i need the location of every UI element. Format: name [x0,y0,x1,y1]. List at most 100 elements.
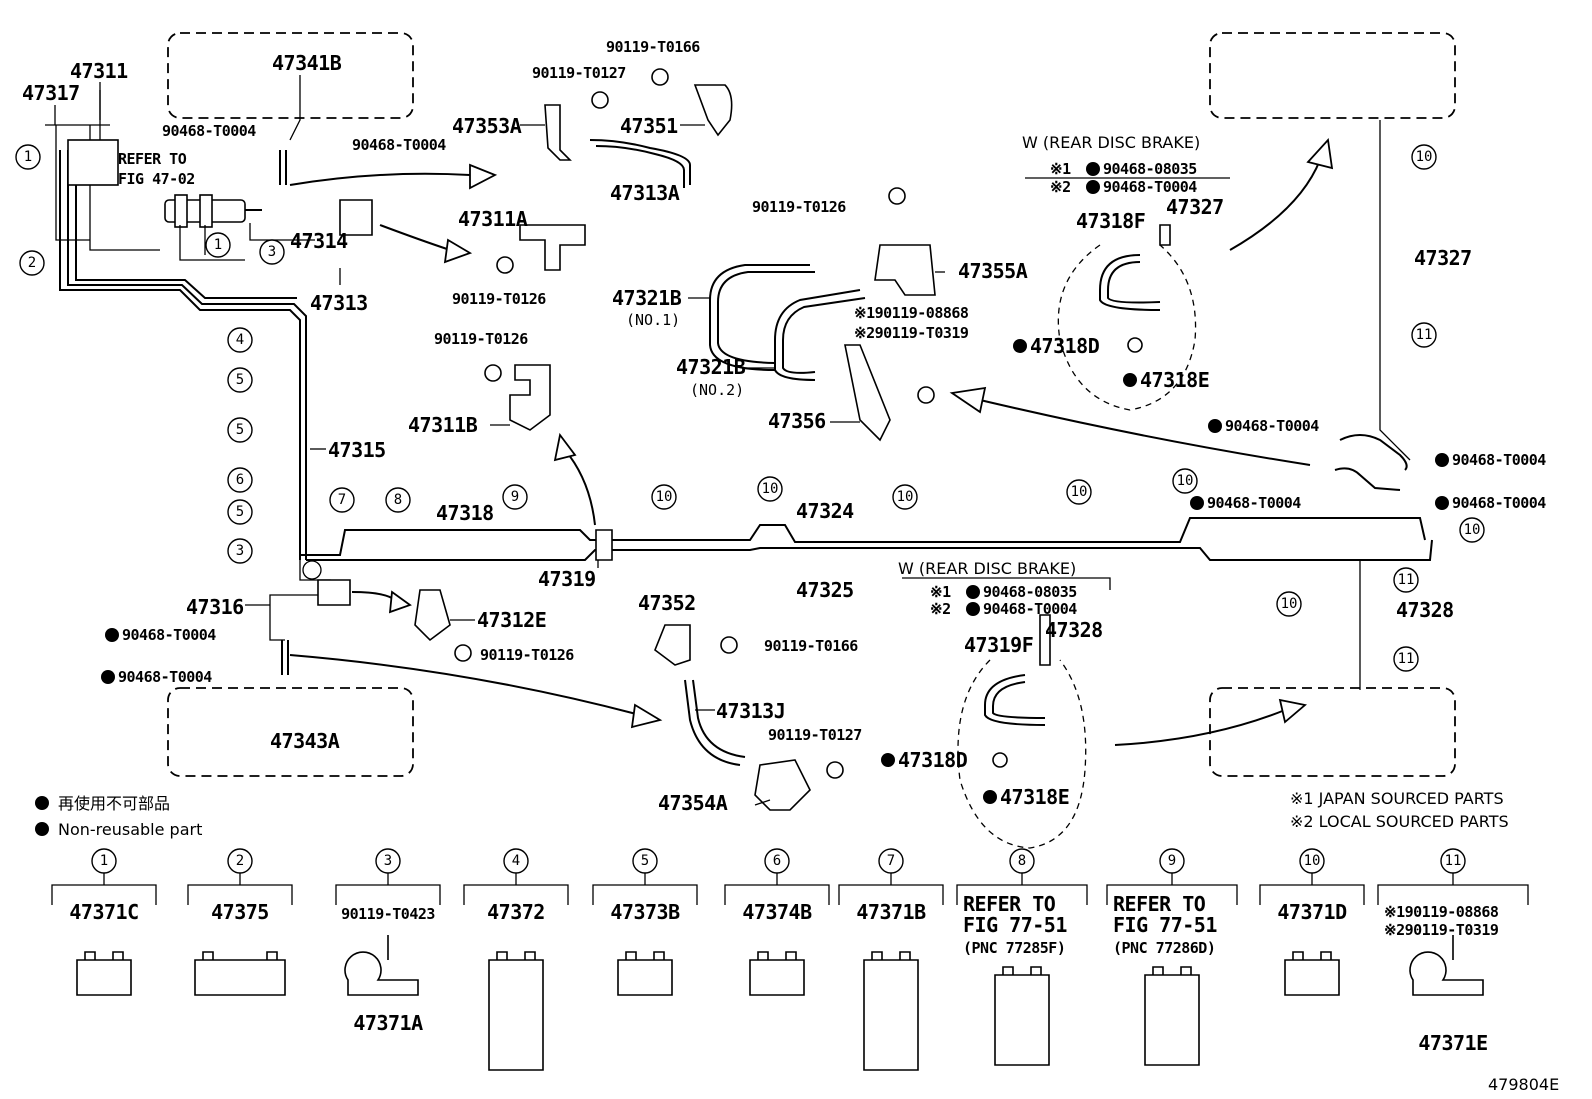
sourced-note-1: ※1 JAPAN SOURCED PARTS [1290,789,1504,808]
non-reusable-dot-4 [1123,373,1137,387]
clamp-bracket-4 [463,873,569,905]
callout-circle-4 [227,327,253,353]
callout-circle-10 [1066,479,1092,505]
callout-number-1: 1 [214,237,222,253]
label-90119-T0127-b: 90119-T0127 [768,726,862,744]
label-90468-T0004-e: 90468-T0004 [1452,451,1546,469]
clamp-callout-number-3: 3 [384,853,392,869]
ref-box-47343A [167,687,414,777]
label-no2: (NO.2) [690,381,744,399]
callout-circle-5 [227,367,253,393]
clamp-drawing-6 [749,951,805,996]
label-kome1-b: ※1 [930,583,951,601]
callout-circle-6 [227,467,253,493]
callout-number-5: 5 [236,372,244,388]
callout-circle-11 [1411,322,1437,348]
label-90119-T0126-b: 90119-T0126 [434,330,528,348]
rear-brake-pipes [269,517,1433,641]
clamp-callout-number-6: 6 [773,853,781,869]
callout-number-10: 10 [656,489,673,505]
clamp-bracket-3 [335,873,441,905]
callout-number-10: 10 [1281,596,1298,612]
callout-circle-8 [385,487,411,513]
legend-dot-en [35,822,49,836]
clamp-callout-number-11: 11 [1445,853,1462,869]
clamp-drawing-5 [617,951,673,996]
label-47341B: 47341B [272,51,342,75]
label-fig-47-02: FIG 47-02 [118,170,195,188]
clamp-drawing-1 [76,951,132,996]
label-47312E: 47312E [477,608,546,632]
clamp-part-label-4-1: 47372 [487,900,545,924]
clamp-part-label-3-1: 90119-T0423 [341,905,435,923]
callout-circle-10 [757,476,783,502]
label-47356: 47356 [768,409,826,433]
label-90468-08035-a: 90468-08035 [1103,160,1197,178]
callout-circle-10 [1276,591,1302,617]
clamp-part-label-7-1: 47371B [856,900,926,924]
label-90119-T0126-a: 90119-T0126 [452,290,546,308]
clamp-callout-number-8: 8 [1018,853,1026,869]
non-reusable-dot-1 [1086,162,1100,176]
label-90119-T0126-d: 90119-T0126 [480,646,574,664]
callout-number-4: 4 [236,332,244,348]
label-47352: 47352 [638,591,696,615]
label-47354A: 47354A [658,791,728,815]
clamp-3: 3 90119-T0423 47371A [335,848,441,1035]
label-47319F: 47319F [964,633,1033,657]
callout-number-10: 10 [1071,484,1088,500]
clamp-part-label-11-2: ※290119-T0319 [1384,921,1499,939]
callout-circle-10 [1459,517,1485,543]
non-reusable-dot-13 [881,753,895,767]
rear-disc-group-upper [1057,244,1197,411]
label-47318D-2: 47318D [898,748,968,772]
clamp-callout-number-10: 10 [1304,853,1321,869]
callout-number-5: 5 [236,422,244,438]
callout-number-10: 10 [762,481,779,497]
label-47318E-2: 47318E [1000,785,1069,809]
label-47353A: 47353A [452,114,522,138]
clamp-callout-number-5: 5 [641,853,649,869]
clamp-11: 11 ※190119-08868※290119-T0319 47371E [1377,848,1529,1055]
clamp-callout-number-9: 9 [1168,853,1176,869]
label-90468-T0004-c: 90468-T0004 [1103,178,1197,196]
clamp-part-label-3-2: 47371A [353,1011,423,1035]
non-reusable-dot-6 [1435,453,1449,467]
front-brake-pipe-bundle [45,90,307,560]
rear-right-pipes [1334,120,1411,690]
clamp-10: 10 47371D [1259,848,1365,996]
flex-hoses [279,139,1161,766]
sourced-note-2: ※2 LOCAL SOURCED PARTS [1290,812,1509,831]
label-refer-to-1: REFER TO [118,150,187,168]
non-reusable-dot-8 [1435,496,1449,510]
clamp-part-label-1-1: 47371C [69,900,138,924]
label-47318: 47318 [436,501,494,525]
clamp-part-label-9-1: REFER TO [1113,892,1206,916]
callout-number-3: 3 [268,244,276,260]
label-47318F: 47318F [1076,209,1145,233]
clamp-part-label-10-1: 47371D [1277,900,1347,924]
label-90468-T0004-b: 90468-T0004 [352,136,446,154]
clamp-part-label-11-3: 47371E [1418,1031,1487,1055]
clamp-part-label-8-3: (PNC 77285F) [963,939,1065,957]
label-47318D: 47318D [1030,334,1100,358]
non-reusable-dot-14 [983,790,997,804]
clamp-bracket-2 [187,873,293,905]
label-kome2-b: ※2 [930,600,951,618]
clamp-bracket-7 [838,873,944,905]
label-90468-T0004-f: 90468-T0004 [1207,494,1301,512]
callout-circle-2 [19,250,45,276]
label-47325: 47325 [796,578,854,602]
label-47313: 47313 [310,291,368,315]
clamp-bracket-9 [1106,873,1238,905]
label-47321B-1: 47321B [612,286,682,310]
clamp-part-label-11-1: ※190119-08868 [1384,903,1499,921]
callout-number-6: 6 [236,472,244,488]
clamp-drawing-8 [994,966,1050,1066]
label-90119-T0127-a: 90119-T0127 [532,64,626,82]
